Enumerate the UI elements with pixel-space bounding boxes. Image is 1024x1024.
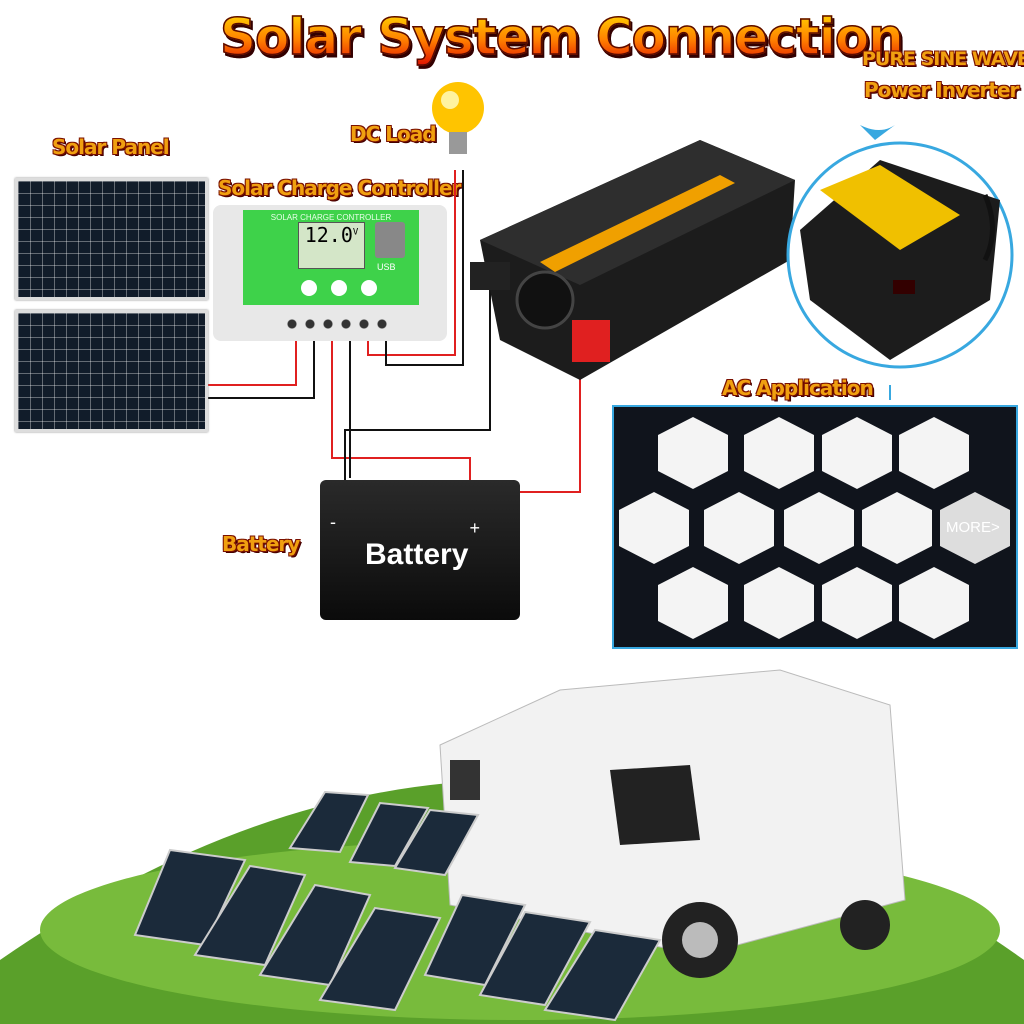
inverter-device <box>470 140 795 380</box>
label-inverter-type: PURE SINE WAVE <box>862 48 1024 70</box>
label-power-inverter: Power Inverter <box>864 78 1019 102</box>
menu-button[interactable] <box>301 280 317 296</box>
appliance-rice-cooker <box>619 492 689 564</box>
light-bulb-icon <box>432 82 484 154</box>
voltage-unit: V <box>352 227 359 238</box>
appliance-light-bulbs <box>658 417 728 489</box>
wire-panel-negative <box>208 340 315 399</box>
solar-panel-bottom <box>15 310 208 432</box>
battery-device: Battery + - <box>320 480 520 620</box>
appliance-refrigerator <box>744 417 814 489</box>
wire-panel-positive <box>208 340 297 386</box>
voltage-reading: 12.0 <box>304 223 353 247</box>
appliance-water-pump <box>784 492 854 564</box>
appliance-fan <box>744 567 814 639</box>
page-title: Solar System Connection <box>219 7 904 67</box>
label-solar-panel: Solar Panel <box>52 135 170 159</box>
battery-plus: + <box>469 518 480 538</box>
label-dc-load: DC Load <box>350 122 437 146</box>
controller-display: 12.0V <box>298 222 365 269</box>
appliance-hair-dryer <box>658 567 728 639</box>
usb-port-icon <box>375 222 405 258</box>
label-ac-application: AC Application <box>722 376 874 400</box>
controller-face: SOLAR CHARGE CONTROLLER 12.0V USB <box>243 210 419 305</box>
label-charge-controller: Solar Charge Controller <box>218 176 461 200</box>
rv-solar-scene <box>0 669 1024 1024</box>
solar-panel-top <box>15 178 208 300</box>
wire-load-positive <box>367 170 456 356</box>
solar-charge-controller: SOLAR CHARGE CONTROLLER 12.0V USB <box>213 205 447 341</box>
usb-label: USB <box>377 262 396 272</box>
battery-minus: - <box>330 512 336 532</box>
more-tile[interactable]: MORE> <box>940 492 1010 564</box>
appliance-kettle <box>704 492 774 564</box>
battery-label: Battery <box>365 538 469 571</box>
label-battery: Battery <box>222 532 300 556</box>
wire-battery-positive <box>331 340 471 492</box>
wire-load-negative <box>385 170 464 366</box>
down-button[interactable] <box>361 280 377 296</box>
appliance-induction-cooker <box>862 492 932 564</box>
inverter-closeup-inset <box>786 125 1014 369</box>
wire-inverter-negative <box>344 290 491 480</box>
controller-header: SOLAR CHARGE CONTROLLER <box>270 213 392 222</box>
appliance-printer <box>899 567 969 639</box>
ac-application-panel: MORE> <box>612 405 1018 649</box>
appliance-air-conditioner <box>822 417 892 489</box>
terminal-block <box>283 318 393 330</box>
up-button[interactable] <box>331 280 347 296</box>
appliance-tool <box>899 417 969 489</box>
appliance-computer <box>822 567 892 639</box>
more-link[interactable]: MORE> <box>946 519 1000 536</box>
